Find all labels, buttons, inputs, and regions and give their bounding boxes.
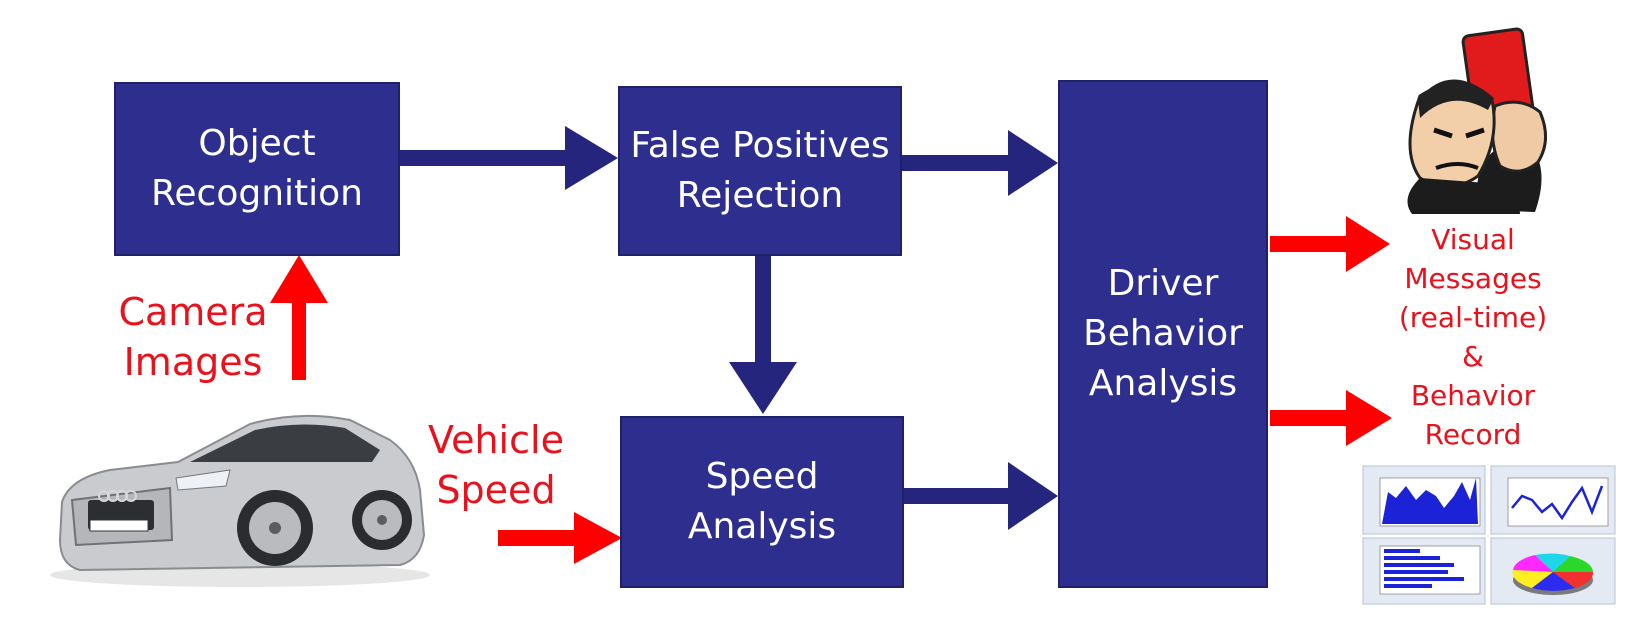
speed-analysis-label: Speed Analysis — [687, 456, 837, 547]
line-chart-thumbnail — [1490, 465, 1616, 535]
object-recognition-label: Object Recognition — [151, 123, 363, 214]
arrow-output-record — [1270, 390, 1392, 446]
speed-analysis-box: Speed Analysis — [620, 416, 904, 588]
object-recognition-box: Object Recognition — [114, 82, 400, 256]
arrow-rejection-to-driver — [902, 130, 1058, 196]
arrow-camera-input — [270, 255, 328, 380]
referee-red-card-illustration — [1407, 27, 1547, 214]
arrow-rejection-to-speed — [729, 256, 797, 414]
camera-images-label: Camera Images — [118, 290, 268, 384]
driver-behavior-analysis-box: Driver Behavior Analysis — [1058, 80, 1268, 588]
false-positives-rejection-box: False Positives Rejection — [618, 86, 902, 256]
visual-messages-behavior-record-label: Visual Messages (real-time) & Behavior R… — [1398, 223, 1548, 451]
vehicle-speed-label: Vehicle Speed — [428, 418, 564, 512]
false-positives-rejection-label: False Positives Rejection — [630, 125, 890, 216]
arrow-speed-input — [498, 512, 622, 564]
driver-behavior-analysis-label: Driver Behavior Analysis — [1083, 263, 1243, 404]
chart-thumbnails — [1362, 465, 1616, 605]
arrow-output-visual — [1270, 216, 1390, 272]
pie-chart-thumbnail — [1490, 537, 1616, 605]
area-chart-thumbnail — [1362, 465, 1486, 535]
arrow-recognition-to-rejection — [400, 126, 618, 190]
bar-chart-thumbnail — [1362, 537, 1486, 605]
arrow-speed-to-driver — [902, 462, 1058, 530]
car-illustration — [50, 414, 430, 587]
